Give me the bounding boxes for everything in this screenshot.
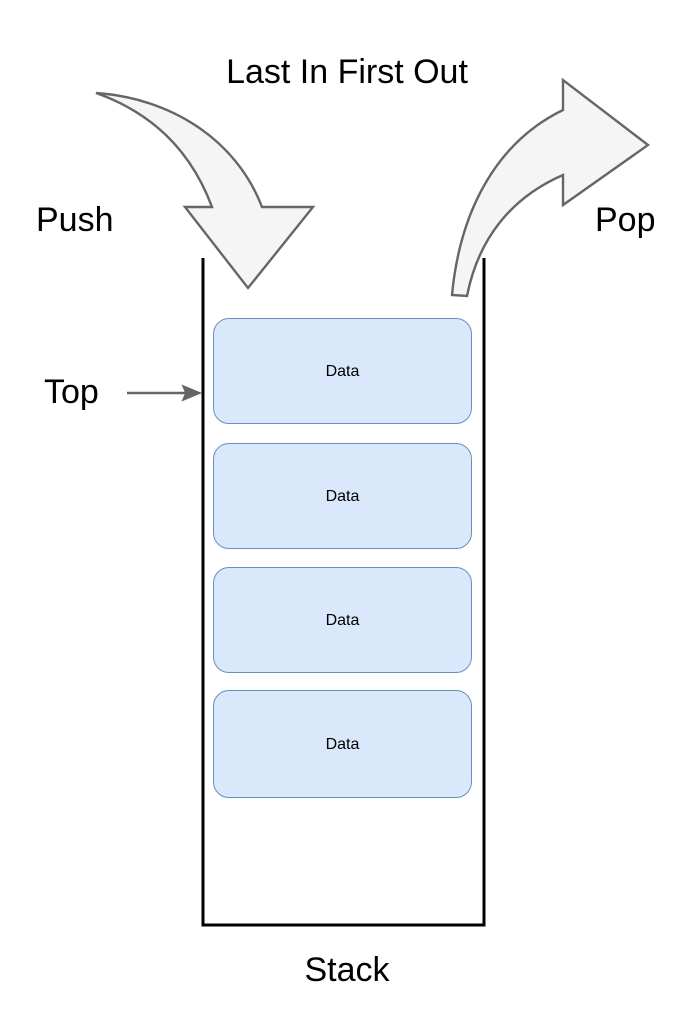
pop-arrow-icon (450, 77, 651, 298)
stack-item-0[interactable]: Data (213, 318, 472, 424)
push-arrow-icon (95, 91, 316, 290)
stack-item-1[interactable]: Data (213, 443, 472, 549)
diagram-title: Last In First Out (226, 53, 468, 91)
stack-item-label: Data (325, 488, 360, 505)
stack-container (201, 258, 486, 927)
stack-item-label: Data (325, 363, 360, 380)
stack-item-label: Data (325, 612, 360, 629)
stack-item-2[interactable]: Data (213, 567, 472, 673)
push-label: Push (36, 201, 114, 239)
stack-item-label: Data (325, 736, 360, 753)
stack-item-3[interactable]: Data (213, 690, 472, 798)
stack-label: Stack (304, 951, 390, 989)
pop-label: Pop (595, 201, 656, 239)
top-label: Top (44, 373, 99, 411)
top-pointer-arrow-icon (127, 384, 203, 402)
